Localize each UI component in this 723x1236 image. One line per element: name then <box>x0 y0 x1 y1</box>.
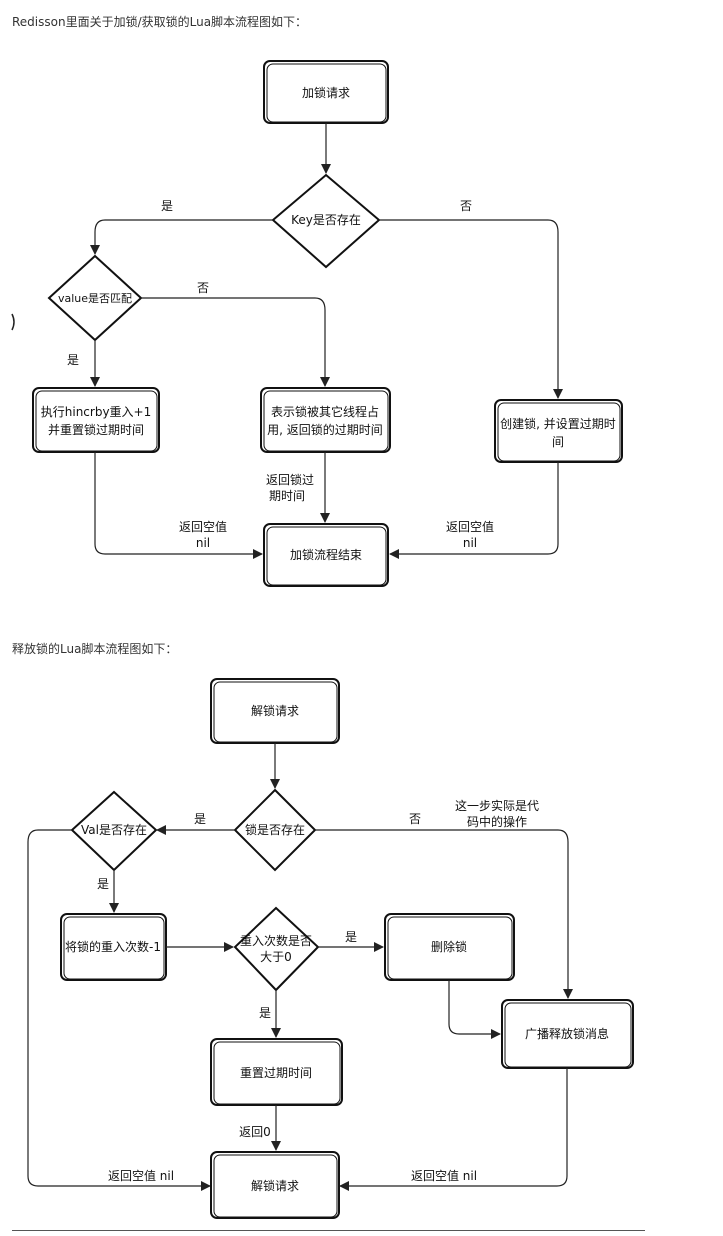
val-exists-decision: Val是否存在 <box>70 790 158 872</box>
arrow-reentry-to-end <box>94 452 263 559</box>
key-exists-label: Key是否存在 <box>291 213 361 227</box>
lock-end-label: 加锁流程结束 <box>290 547 362 562</box>
key-exists-decision: Key是否存在 <box>271 173 381 269</box>
edge-mark <box>11 313 15 331</box>
lock-held-label-2: 用, 返回锁的过期时间 <box>267 422 383 437</box>
reentry-box: 执行hincrby重入+1 并重置锁过期时间 <box>32 387 160 453</box>
return-ttl-label-2: 期时间 <box>269 489 305 503</box>
lock-flowchart: 加锁请求 Key是否存在 是 否 value是否匹配 否 是 执行hincrby… <box>32 60 623 587</box>
unlock-start-label: 解锁请求 <box>251 703 299 718</box>
return-nil-right-2: nil <box>463 536 477 550</box>
decrement-label: 将锁的重入次数-1 <box>65 939 161 954</box>
lock-start-label: 加锁请求 <box>302 85 350 100</box>
value-match-label: value是否匹配 <box>58 292 132 305</box>
return-nil-left-1: 返回空值 <box>179 519 227 534</box>
lock-exists-label: 锁是否存在 <box>245 822 305 837</box>
val-exists-yes-label: 是 <box>97 877 109 891</box>
note-label-2: 码中的操作 <box>467 814 527 829</box>
count-gt0-label-1: 重入次数是否 <box>240 933 312 948</box>
return-nil-right-label: 返回空值 nil <box>411 1168 477 1183</box>
key-yes-label: 是 <box>161 199 173 213</box>
lock-end-box: 加锁流程结束 <box>263 523 389 587</box>
key-no-label: 否 <box>460 199 472 213</box>
val-exists-label: Val是否存在 <box>81 823 147 837</box>
decrement-box: 将锁的重入次数-1 <box>60 913 167 981</box>
return-nil-left-2: nil <box>196 536 210 550</box>
arrow-val-exists-no <box>27 829 211 1191</box>
arrow-key-no <box>379 219 563 399</box>
delete-lock-label: 删除锁 <box>431 939 467 954</box>
count-branch-label-right: 是 <box>345 930 357 944</box>
arrow-value-no <box>141 297 330 387</box>
return-nil-right-1: 返回空值 <box>446 519 494 534</box>
create-lock-label-2: 间 <box>552 435 564 449</box>
broadcast-box: 广播释放锁消息 <box>501 999 634 1069</box>
return-nil-left-label: 返回空值 nil <box>108 1168 174 1183</box>
lock-exists-decision: 锁是否存在 <box>233 788 317 872</box>
lock-held-box: 表示锁被其它线程占 用, 返回锁的过期时间 <box>260 387 391 453</box>
arrow-delete-to-broadcast <box>448 980 501 1039</box>
note-label-1: 这一步实际是代 <box>455 798 539 813</box>
create-lock-box: 创建锁, 并设置过期时 间 <box>494 399 623 463</box>
unlock-flowchart: 解锁请求 锁是否存在 是 否 这一步实际是代 码中的操作 Val是否存在 是 返… <box>27 678 634 1219</box>
bottom-divider <box>12 1230 645 1231</box>
lock-start-box: 加锁请求 <box>263 60 389 124</box>
arrow-broadcast-to-end <box>339 1068 568 1191</box>
reset-ttl-label: 重置过期时间 <box>240 1066 312 1080</box>
lock-flow-caption: Redisson里面关于加锁/获取锁的Lua脚本流程图如下： <box>12 15 308 29</box>
unlock-flow-caption: 释放锁的Lua脚本流程图如下： <box>12 642 178 656</box>
arrow-create-to-end <box>389 462 559 559</box>
count-branch-label-down: 是 <box>259 1006 271 1020</box>
reentry-label-2: 并重置锁过期时间 <box>48 422 144 437</box>
create-lock-label-1: 创建锁, 并设置过期时 <box>500 416 616 431</box>
unlock-end-label: 解锁请求 <box>251 1178 299 1193</box>
value-no-label: 否 <box>197 281 209 295</box>
value-yes-label: 是 <box>67 353 79 367</box>
reentry-label-1: 执行hincrby重入+1 <box>41 405 152 419</box>
return-ttl-label-1: 返回锁过 <box>266 472 314 487</box>
arrow-key-yes <box>90 219 273 255</box>
value-match-decision: value是否匹配 <box>47 254 143 342</box>
broadcast-label: 广播释放锁消息 <box>525 1026 609 1041</box>
return0-label: 返回0 <box>239 1125 271 1139</box>
reset-ttl-box: 重置过期时间 <box>210 1038 343 1106</box>
unlock-end-box: 解锁请求 <box>210 1151 340 1219</box>
delete-lock-box: 删除锁 <box>384 913 515 981</box>
lock-exists-no-label: 否 <box>409 812 421 826</box>
count-gt0-label-2: 大于0 <box>260 950 292 964</box>
unlock-start-box: 解锁请求 <box>210 678 340 744</box>
lock-exists-yes-label: 是 <box>194 812 206 826</box>
lock-held-label-1: 表示锁被其它线程占 <box>271 404 379 419</box>
arrow-lock-exists-no <box>315 829 573 999</box>
count-gt0-decision: 重入次数是否 大于0 <box>233 906 320 992</box>
